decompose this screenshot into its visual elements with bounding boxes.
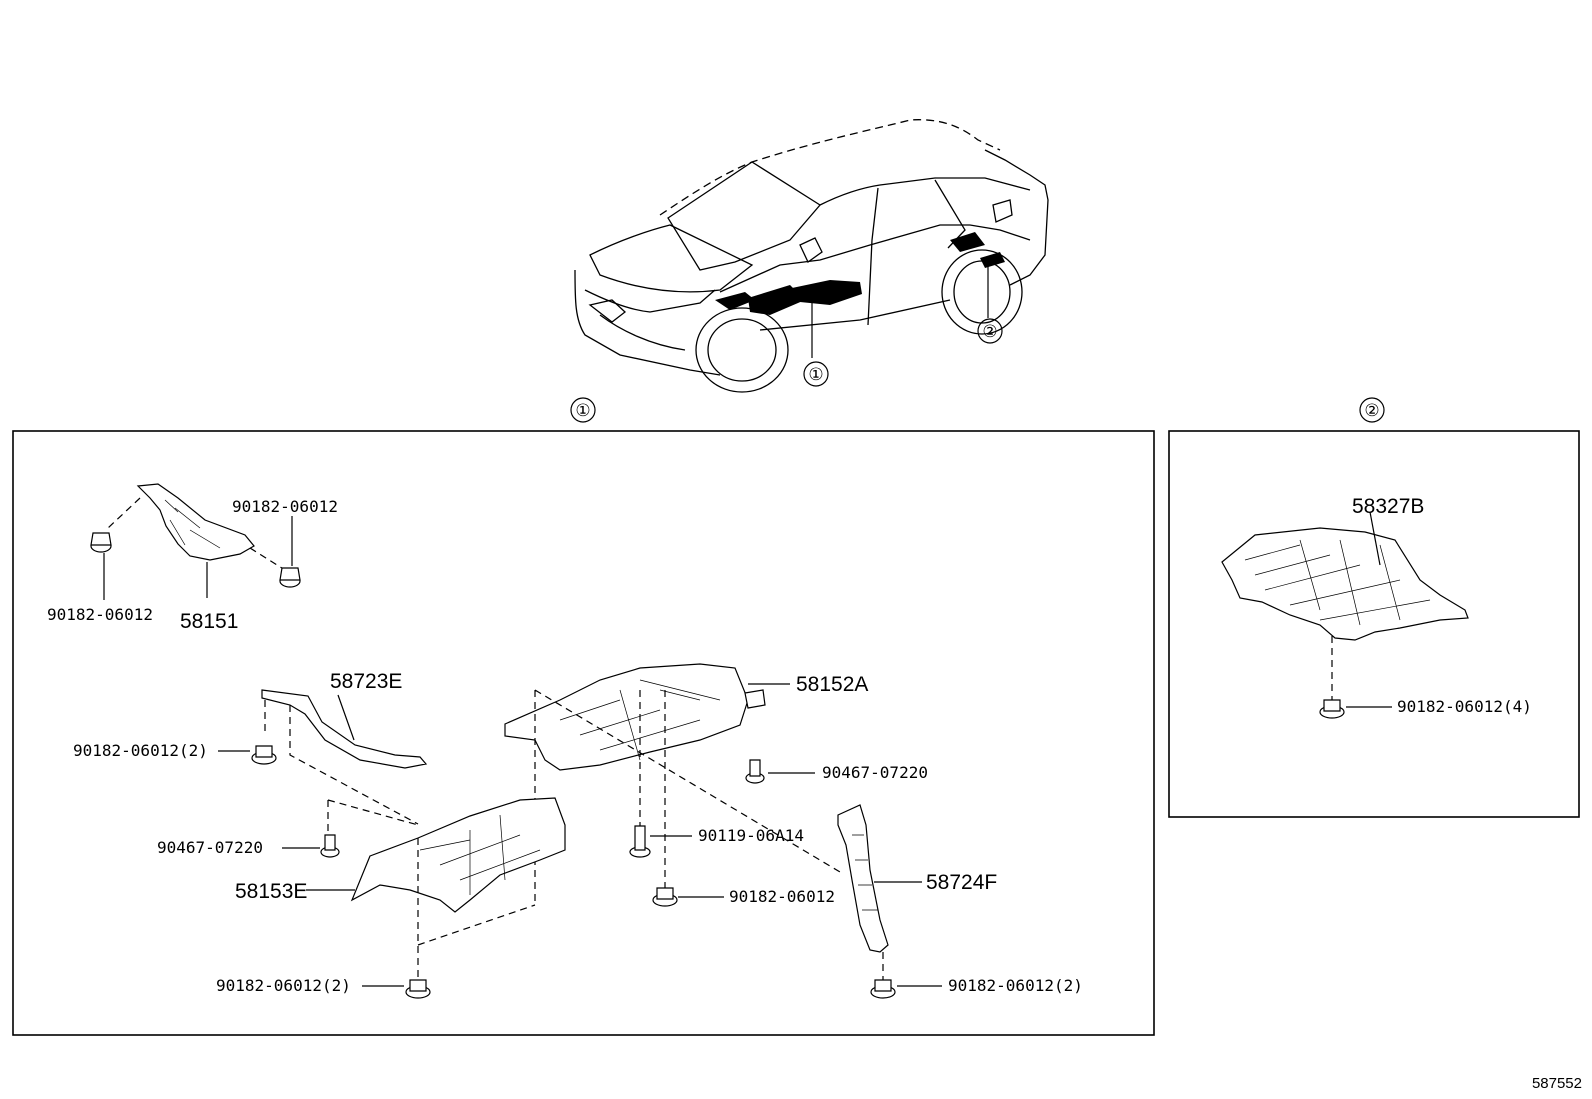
nut-bottom-right[interactable]: 90182-06012(2) (870, 976, 1083, 999)
pn-fastener-1: 90182-06012 (47, 605, 153, 624)
pn-58151: 58151 (180, 610, 238, 633)
panel-1: ① 58151 90182-06012 90182-06012 (12, 397, 1155, 1036)
overview-marker-1: ① (808, 365, 823, 385)
bolt-90467-right[interactable]: 90467-07220 (745, 759, 928, 784)
part-58327B[interactable]: 58327B (1221, 495, 1469, 700)
nut-panel-2[interactable]: 90182-06012(4) (1319, 697, 1532, 719)
pn-fastener-2: 90182-06012 (232, 497, 338, 516)
pn-fastener-4: 90467-07220 (157, 838, 263, 857)
bolt-90467-left[interactable]: 90467-07220 (157, 834, 340, 858)
pn-fastener-6: 90119-06A14 (698, 826, 804, 845)
part-58724F[interactable]: 58724F (837, 804, 997, 980)
pn-fastener-5: 90467-07220 (822, 763, 928, 782)
pn-58724F: 58724F (926, 871, 997, 894)
pn-58327B: 58327B (1352, 495, 1424, 518)
nut-center[interactable]: 90182-06012 (652, 887, 835, 907)
part-58152A[interactable]: 58152A (504, 663, 868, 905)
pn-fastener-10: 90182-06012(4) (1397, 697, 1532, 716)
panel-2-marker: ② (1364, 401, 1379, 421)
pn-fastener-9: 90182-06012(2) (948, 976, 1083, 995)
clip-left-58151[interactable]: 90182-06012 (47, 532, 153, 624)
clip-right-58151[interactable]: 90182-06012 (232, 497, 338, 588)
part-58153E[interactable]: 58153E (235, 797, 566, 980)
pn-58153E: 58153E (235, 880, 307, 903)
vehicle-overview: ① ② (574, 119, 1049, 393)
pn-58152A: 58152A (796, 673, 868, 696)
panel-2: ② 58327B 90182-06012(4) (1168, 397, 1580, 818)
pn-fastener-7: 90182-06012 (729, 887, 835, 906)
panel-1-frame (12, 430, 1155, 1036)
pn-fastener-8: 90182-06012(2) (216, 976, 351, 995)
part-58723E[interactable]: 58723E (261, 670, 428, 825)
nut-58723E[interactable]: 90182-06012(2) (73, 741, 277, 765)
overview-marker-2: ② (982, 322, 997, 342)
pn-58723E: 58723E (330, 670, 402, 693)
panel-1-marker: ① (575, 401, 590, 421)
pn-fastener-3: 90182-06012(2) (73, 741, 208, 760)
bolt-90119[interactable]: 90119-06A14 (629, 825, 804, 858)
part-58151[interactable]: 58151 (107, 483, 286, 633)
nut-bottom-left[interactable]: 90182-06012(2) (216, 976, 431, 999)
panel-2-frame (1168, 430, 1580, 818)
diagram-id: 587552 (1532, 1075, 1582, 1092)
